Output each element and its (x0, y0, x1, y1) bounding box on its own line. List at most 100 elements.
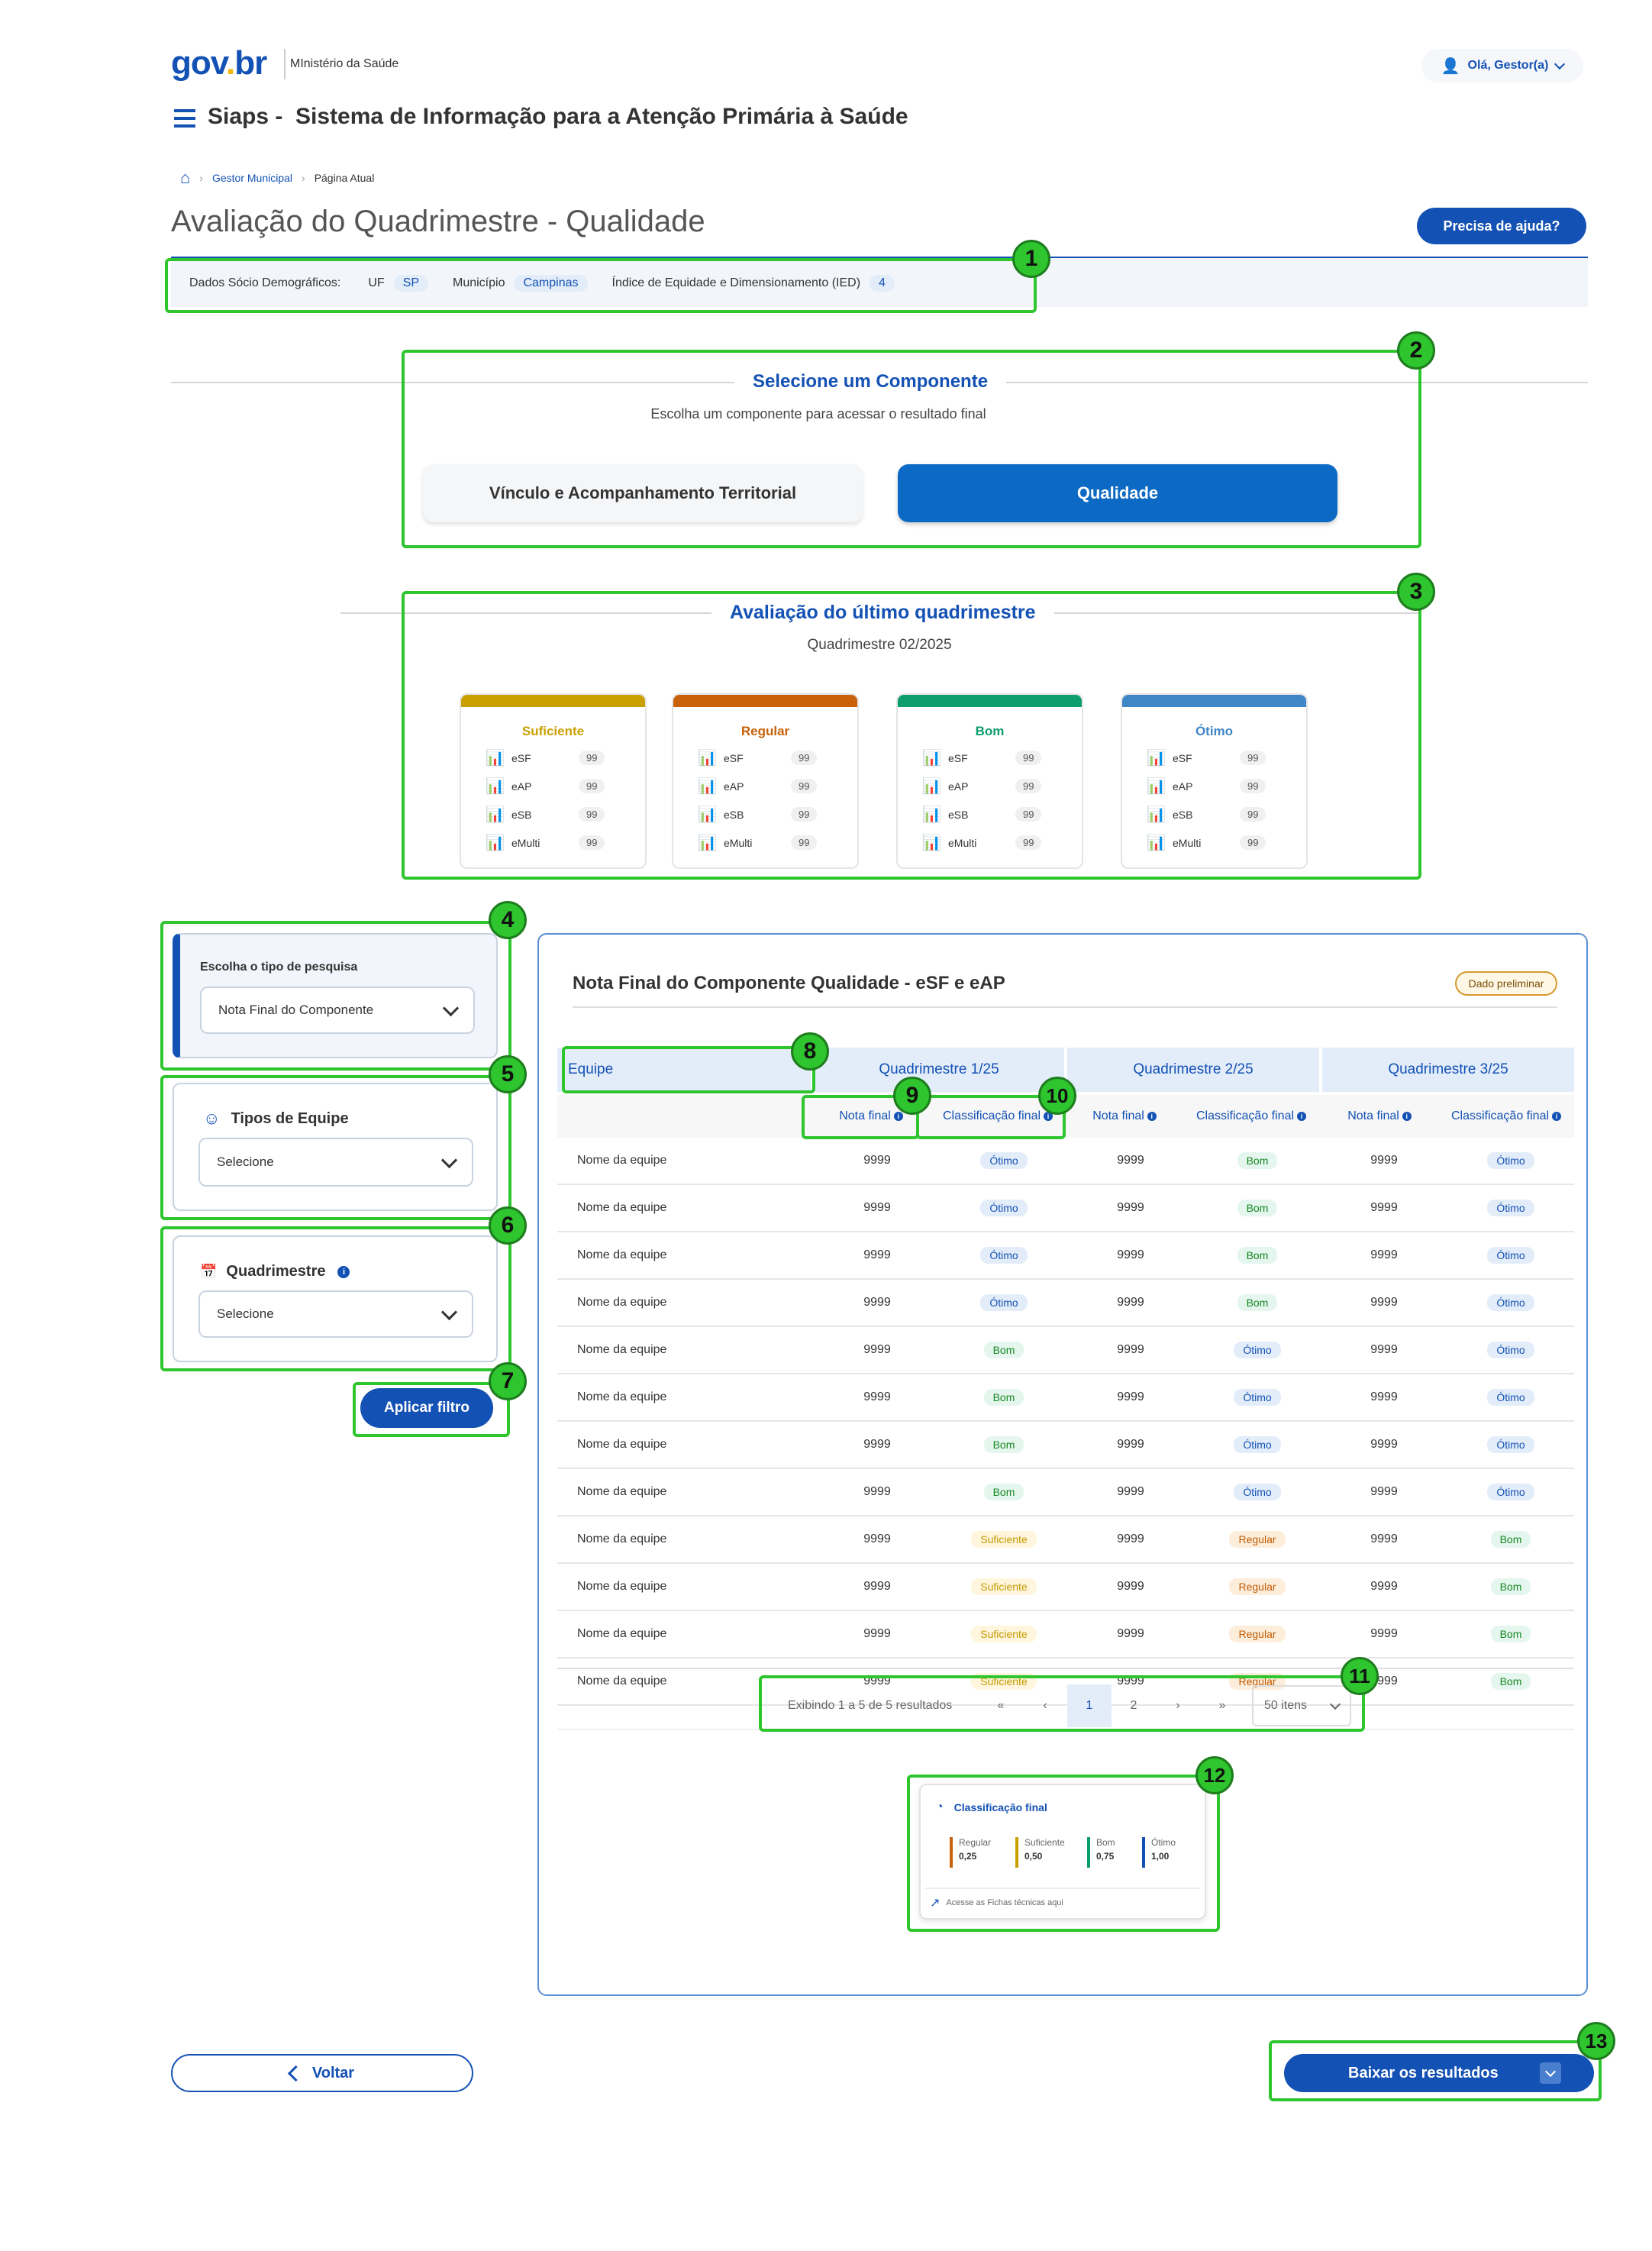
class-cell: Ótimo (1194, 1326, 1321, 1374)
menu-icon[interactable] (174, 109, 195, 128)
evaluation-title: Avaliação do último quadrimestre (711, 602, 1054, 624)
govbr-logo[interactable]: gov.br (171, 44, 267, 82)
card-row-label: eMulti (511, 836, 540, 849)
bar-chart-icon: 📊 (1147, 835, 1166, 851)
chevron-down-icon (440, 1151, 458, 1168)
card-row-value: 99 (1015, 779, 1042, 793)
classification-badge: Bom (1237, 1247, 1278, 1264)
home-icon[interactable]: ⌂ (180, 168, 191, 187)
info-icon[interactable]: i (1402, 1112, 1412, 1121)
page-2-button[interactable]: 2 (1130, 1699, 1137, 1712)
component-option-qualidade[interactable]: Qualidade (898, 464, 1337, 522)
nota-value: 9999 (863, 1485, 891, 1498)
team-name: Nome da equipe (577, 1438, 667, 1451)
team-types-select[interactable]: Selecione (198, 1138, 473, 1187)
municipio-label: Município (452, 276, 505, 289)
classification-badge: Regular (1229, 1626, 1286, 1642)
card-row-value: 99 (791, 807, 818, 822)
classification-badge: Ótimo (1487, 1247, 1534, 1264)
team-name: Nome da equipe (577, 1201, 667, 1214)
team-name-cell: Nome da equipe (557, 1326, 814, 1374)
classification-badge: Ótimo (980, 1247, 1028, 1264)
team-name: Nome da equipe (577, 1154, 667, 1167)
team-types-value: Selecione (217, 1155, 274, 1169)
quad3-header-label: Quadrimestre 3/25 (1388, 1061, 1508, 1077)
prev-page-icon[interactable]: ‹ (1043, 1699, 1047, 1712)
card-row-label: eSB (948, 808, 969, 821)
class-cell: Ótimo (941, 1184, 1067, 1232)
legend-link[interactable]: ↗ Acesse as Fichas técnicas aqui (930, 1895, 1063, 1910)
apply-filter-button[interactable]: Aplicar filtro (360, 1388, 493, 1428)
team-name-cell: Nome da equipe (557, 1138, 814, 1185)
component-option-vinculo[interactable]: Vínculo e Acompanhamento Territorial (423, 464, 863, 522)
classification-badge: Suficiente (971, 1626, 1037, 1642)
info-icon[interactable]: i (337, 1265, 350, 1278)
user-icon: 👤 (1441, 57, 1460, 75)
classificacao-final-label: Classificação final (1195, 1109, 1295, 1122)
download-dropdown[interactable] (1539, 2062, 1561, 2084)
per-page-select[interactable]: 50 itens (1252, 1685, 1351, 1726)
card-row-value: 99 (579, 835, 605, 850)
page-1-button[interactable]: 1 (1067, 1684, 1112, 1727)
card-row-value: 99 (791, 779, 818, 793)
first-page-icon[interactable]: « (997, 1699, 1005, 1712)
back-button[interactable]: Voltar (171, 2054, 473, 2092)
evaluation-subtitle: Quadrimestre 02/2025 (807, 637, 952, 653)
quad-select[interactable]: Selecione (198, 1290, 473, 1338)
info-icon[interactable]: i (893, 1112, 903, 1121)
results-title-divider (573, 1006, 1557, 1008)
card-row-value: 99 (1015, 751, 1042, 765)
nota-value: 9999 (1117, 1438, 1144, 1451)
team-name-cell: Nome da equipe (557, 1279, 814, 1327)
nota-cell: 9999 (1067, 1421, 1194, 1469)
page-title: Avaliação do Quadrimestre - Qualidade (171, 205, 705, 238)
per-page-value: 50 itens (1264, 1699, 1308, 1712)
info-icon[interactable]: i (1552, 1112, 1562, 1121)
class-cell: Ótimo (1447, 1279, 1574, 1327)
info-icon[interactable]: i (1297, 1112, 1307, 1121)
nota-cell: 9999 (814, 1563, 941, 1611)
legend-title: Classificação final (953, 1801, 1047, 1813)
help-button[interactable]: Precisa de ajuda? (1417, 208, 1586, 244)
team-name: Nome da equipe (577, 1248, 667, 1261)
annotation-badge-5: 5 (489, 1055, 527, 1093)
card-row-value: 99 (1015, 835, 1042, 850)
nota-final-label: Nota final (839, 1109, 891, 1122)
next-page-icon[interactable]: › (1176, 1699, 1180, 1712)
card-row-value: 99 (1240, 779, 1266, 793)
team-name: Nome da equipe (577, 1532, 667, 1545)
team-name: Nome da equipe (577, 1296, 667, 1309)
search-type-select[interactable]: Nota Final do Componente (200, 987, 475, 1034)
card-row-label: eAP (948, 780, 969, 793)
info-icon[interactable]: i (1044, 1112, 1053, 1121)
last-page-icon[interactable]: » (1218, 1699, 1226, 1712)
info-icon[interactable]: i (1147, 1112, 1157, 1121)
breadcrumb-gestor[interactable]: Gestor Municipal (211, 172, 293, 184)
class-cell: Bom (1194, 1184, 1321, 1232)
bar-chart-icon: 📊 (1147, 750, 1166, 767)
quad2-header-label: Quadrimestre 2/25 (1133, 1061, 1254, 1077)
class-cell: Regular (1194, 1610, 1321, 1658)
download-button[interactable]: Baixar os resultados (1284, 2054, 1594, 2092)
class-cell: Ótimo (1194, 1421, 1321, 1469)
class-cell: Bom (941, 1421, 1067, 1469)
breadcrumb-current: Página Atual (314, 172, 375, 184)
user-menu[interactable]: 👤 Olá, Gestor(a) (1421, 49, 1583, 82)
